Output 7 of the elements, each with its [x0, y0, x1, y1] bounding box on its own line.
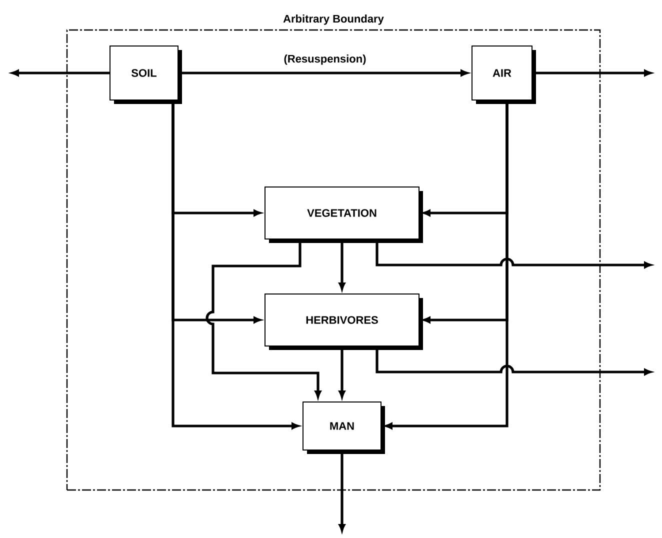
edge-label: (Resuspension) — [282, 52, 368, 67]
process-box: SOIL — [110, 46, 182, 104]
process-box: VEGETATION — [264, 186, 423, 243]
process-box: AIR — [472, 46, 536, 104]
node-label: Arbitrary Boundary — [283, 14, 384, 25]
process-box: HERBIVORES — [264, 294, 423, 350]
process-box: MAN — [302, 402, 385, 454]
